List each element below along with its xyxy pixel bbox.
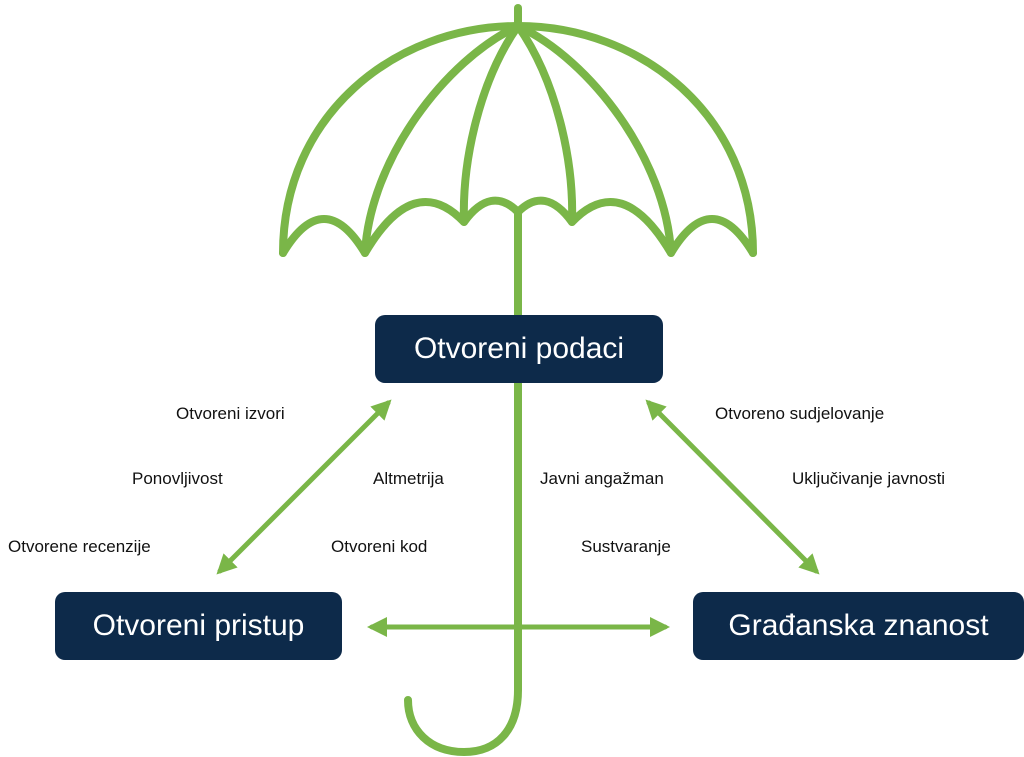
umbrella-rib: [459, 22, 522, 226]
arrow-podaci-pristup: [216, 399, 392, 575]
label-otvoreni-izvori: Otvoreni izvori: [176, 404, 285, 423]
umbrella-rib: [361, 22, 522, 257]
label-javni-angazman: Javni angažman: [540, 469, 664, 488]
arrow-podaci-znanost: [645, 399, 820, 575]
umbrella-handle: [404, 208, 522, 756]
label-ponovljivost: Ponovljivost: [132, 469, 223, 488]
node-gradanska-znanost: Građanska znanost: [693, 592, 1024, 660]
label-ukljucivanje-javnosti: Uključivanje javnosti: [792, 469, 946, 488]
label-otvorene-recenzije: Otvorene recenzije: [8, 537, 151, 556]
label-altmetrija: Altmetrija: [373, 469, 444, 488]
umbrella-rib: [514, 22, 577, 226]
label-sustvaranje: Sustvaranje: [581, 537, 671, 556]
node-otvoreni-podaci: Otvoreni podaci: [375, 315, 663, 383]
label-otvoreno-sudjelovanje: Otvoreno sudjelovanje: [715, 404, 885, 423]
node-otvoreni-pristup: Otvoreni pristup: [55, 592, 342, 660]
umbrella-rib: [514, 22, 675, 257]
label-otvoreni-kod: Otvoreni kod: [331, 537, 428, 556]
